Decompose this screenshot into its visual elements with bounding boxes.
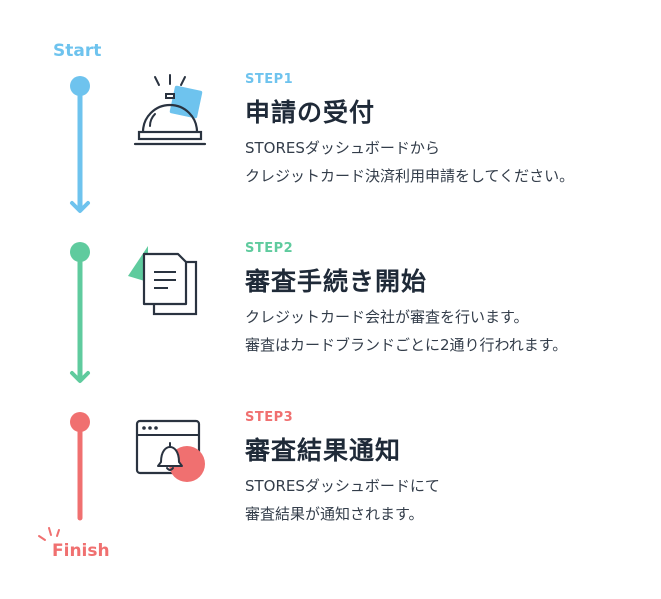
timeline: [70, 76, 90, 521]
step1-desc-line: クレジットカード決済利用申請をしてください。: [245, 167, 575, 185]
step3-desc-line: 審査結果が通知されます。: [245, 505, 424, 523]
step1-arrow: [70, 201, 90, 213]
step1-description: STORESダッシュボードから クレジットカード決済利用申請をしてください。: [245, 134, 574, 190]
service-bell-icon: [133, 74, 207, 146]
step1-desc-line: STORESダッシュボードから: [245, 139, 440, 157]
step2-title: 審査手続き開始: [245, 267, 428, 296]
finish-sparkle-icon: [38, 527, 60, 541]
step2-desc-line: クレジットカード会社が審査を行います。: [245, 308, 529, 326]
browser-bell-icon: [135, 419, 205, 482]
step3-title: 審査結果通知: [245, 436, 402, 465]
finish-label: Finish: [52, 541, 110, 561]
step1-title: 申請の受付: [245, 98, 376, 127]
step3-description: STORESダッシュボードにて 審査結果が通知されます。: [245, 472, 440, 528]
step2-arrow: [70, 371, 90, 383]
documents-icon: [128, 246, 198, 316]
step3-tag: STEP3: [245, 410, 294, 425]
step1-tag: STEP1: [245, 72, 294, 87]
step2-tag: STEP2: [245, 241, 294, 256]
start-label: Start: [53, 41, 102, 61]
step2-desc-line: 審査はカードブランドごとに2通り行われます。: [245, 336, 568, 354]
step2-description: クレジットカード会社が審査を行います。 審査はカードブランドごとに2通り行われま…: [245, 303, 567, 359]
step3-desc-line: STORESダッシュボードにて: [245, 477, 440, 495]
